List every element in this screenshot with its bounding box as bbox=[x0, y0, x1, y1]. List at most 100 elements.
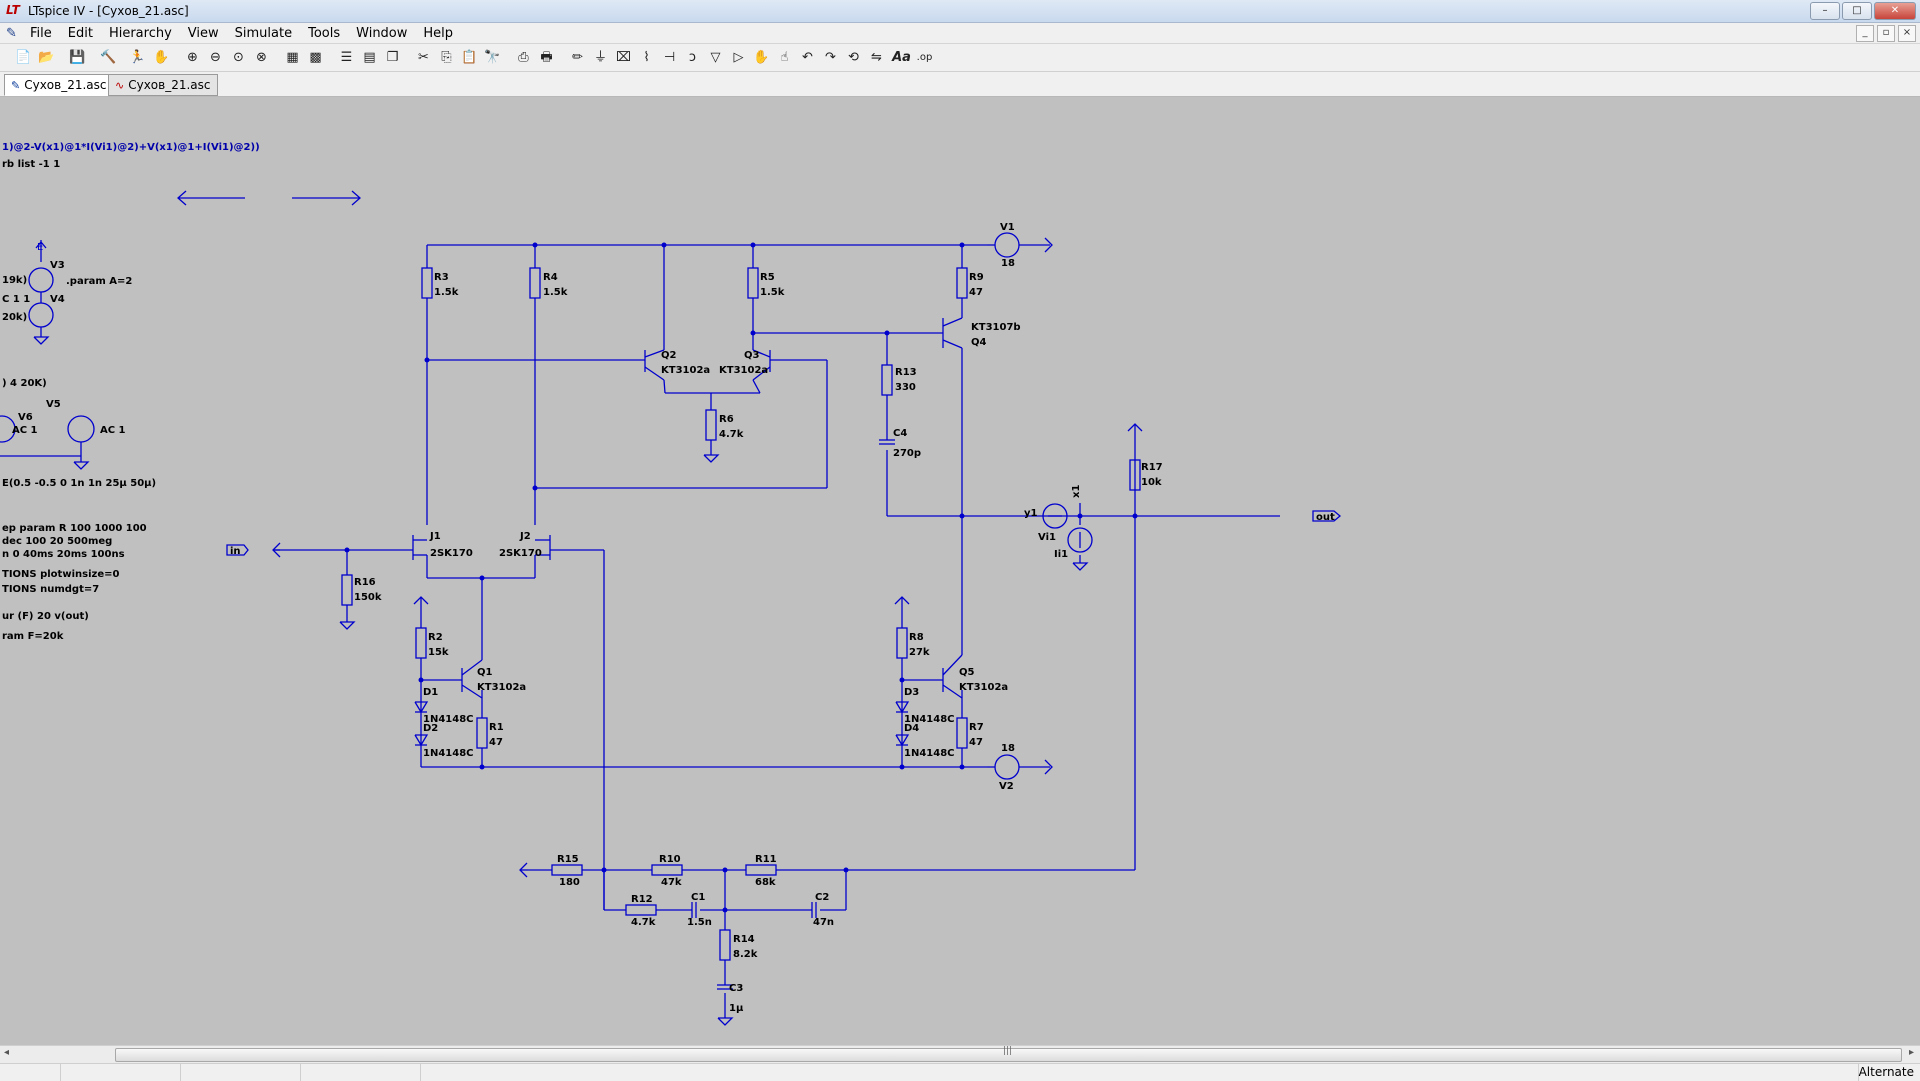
transistor-q5[interactable] bbox=[942, 654, 963, 699]
zoom-fit-icon[interactable]: ⊙ bbox=[233, 50, 244, 65]
directive-text[interactable]: .param A=2 bbox=[66, 276, 132, 287]
resistor-r6[interactable] bbox=[705, 409, 717, 441]
net-x1-label[interactable]: x1 bbox=[1071, 485, 1082, 498]
transistor-q1[interactable] bbox=[461, 659, 483, 699]
resistor-r11[interactable] bbox=[745, 864, 777, 876]
diodes[interactable] bbox=[414, 701, 910, 747]
scroll-left-icon[interactable]: ◂ bbox=[4, 1047, 10, 1058]
resistor-r13[interactable] bbox=[881, 364, 893, 396]
new-schematic-icon[interactable]: 📄 bbox=[15, 50, 32, 65]
resistor-r10[interactable] bbox=[651, 864, 683, 876]
menu-view[interactable]: View bbox=[187, 26, 219, 41]
open-icon[interactable]: 📂 bbox=[38, 50, 55, 65]
grid-icon[interactable]: ▩ bbox=[309, 50, 322, 65]
source-v2[interactable] bbox=[987, 754, 1053, 780]
resistor-icon[interactable]: ⌇ bbox=[643, 50, 650, 65]
mdi-restore-button[interactable]: ▫ bbox=[1877, 25, 1895, 42]
resistor-r9[interactable] bbox=[956, 267, 968, 299]
rotate-icon[interactable]: ⟲ bbox=[848, 50, 859, 65]
minimize-button[interactable]: – bbox=[1810, 2, 1840, 20]
directive-text[interactable]: rb list -1 1 bbox=[2, 159, 60, 170]
source-vi1[interactable] bbox=[1042, 503, 1068, 529]
schematic-drawing[interactable]: 1)@2-V(x1)@1*I(Vi1)@2)+V(x1)@1+I(Vi1)@2)… bbox=[0, 97, 1920, 1045]
directive-text[interactable]: TIONS numdgt=7 bbox=[2, 584, 99, 595]
document-icon[interactable]: ✎ bbox=[6, 26, 17, 41]
undo-icon[interactable]: ↶ bbox=[802, 50, 813, 65]
transistor-q3[interactable] bbox=[752, 349, 771, 394]
halt-icon[interactable]: ✋ bbox=[153, 50, 170, 65]
horizontal-scrollbar[interactable]: ◂ ||| ▸ bbox=[0, 1045, 1920, 1063]
zoom-cancel-icon[interactable]: ⊗ bbox=[256, 50, 267, 65]
directive-text[interactable]: 19k) bbox=[2, 275, 27, 286]
tab-waveform[interactable]: ∿Сухов_21.asc bbox=[108, 74, 218, 96]
supply-arrows[interactable] bbox=[272, 423, 1143, 878]
autorange-icon[interactable]: ▦ bbox=[286, 50, 299, 65]
transistor-q4[interactable] bbox=[942, 317, 963, 349]
cascade-icon[interactable]: ❐ bbox=[386, 50, 399, 65]
text-icon[interactable]: Aa bbox=[892, 50, 911, 65]
wire-icon[interactable]: ✏ bbox=[572, 50, 583, 65]
source-v5-v6[interactable]: V5 AC 1 V6 AC 1 bbox=[0, 399, 126, 470]
menu-simulate[interactable]: Simulate bbox=[234, 26, 293, 41]
scroll-thumb[interactable] bbox=[115, 1048, 1902, 1062]
directive-text[interactable]: 20k) bbox=[2, 312, 27, 323]
resistor-r5[interactable] bbox=[747, 267, 759, 299]
save-icon[interactable]: 💾 bbox=[69, 50, 86, 65]
jfet-j1[interactable] bbox=[412, 535, 427, 560]
find-icon[interactable]: 🔭 bbox=[484, 50, 501, 65]
jfet-j2[interactable] bbox=[535, 535, 551, 560]
menu-file[interactable]: File bbox=[30, 26, 52, 41]
net-y1-label[interactable]: y1 bbox=[1024, 508, 1038, 519]
print-icon[interactable]: ⎙ bbox=[518, 50, 529, 65]
spice-directive-icon[interactable]: .op bbox=[916, 52, 933, 63]
menu-help[interactable]: Help bbox=[423, 26, 454, 41]
net-labels[interactable]: in out y1 x1 bbox=[226, 485, 1342, 557]
schematic-canvas[interactable]: 1)@2-V(x1)@1*I(Vi1)@2)+V(x1)@1+I(Vi1)@2)… bbox=[0, 97, 1920, 1045]
net-out-label[interactable]: out bbox=[1316, 512, 1335, 523]
control-panel-icon[interactable]: 🔨 bbox=[100, 50, 117, 65]
resistor-r15[interactable] bbox=[551, 864, 583, 876]
source-v3-v4[interactable]: V3 V4 E bbox=[28, 240, 65, 345]
menu-hierarchy[interactable]: Hierarchy bbox=[108, 26, 172, 41]
resistor-r1[interactable] bbox=[476, 717, 488, 749]
directive-text[interactable]: ) 4 20K) bbox=[2, 378, 47, 389]
directive-text[interactable]: ram F=20k bbox=[2, 631, 64, 642]
wires[interactable] bbox=[273, 244, 1280, 1026]
paste-icon[interactable]: 📋 bbox=[461, 50, 478, 65]
directive-text[interactable]: dec 100 20 500meg bbox=[2, 536, 112, 547]
resistor-r7[interactable] bbox=[956, 717, 968, 749]
arrow-shapes[interactable] bbox=[177, 190, 361, 206]
resistor-r16[interactable] bbox=[341, 574, 353, 606]
mdi-minimize-button[interactable]: _ bbox=[1856, 25, 1874, 42]
close-button[interactable]: ✕ bbox=[1874, 2, 1916, 20]
resistor-r12[interactable] bbox=[625, 904, 657, 916]
resistor-r4[interactable] bbox=[529, 267, 541, 299]
diode-icon[interactable]: ▽ bbox=[710, 50, 721, 65]
zoom-out-icon[interactable]: ⊖ bbox=[210, 50, 221, 65]
print-preview-icon[interactable]: 🖶 bbox=[540, 50, 553, 65]
directive-text[interactable]: C 1 1 bbox=[2, 294, 30, 305]
drag-icon[interactable]: ☝ bbox=[780, 50, 789, 65]
capacitors[interactable] bbox=[691, 439, 895, 990]
net-in-label[interactable]: in bbox=[230, 546, 241, 557]
source-ii1[interactable] bbox=[1067, 527, 1093, 571]
resistor-r17[interactable] bbox=[1129, 459, 1141, 491]
menu-window[interactable]: Window bbox=[356, 26, 408, 41]
label-icon[interactable]: ⌧ bbox=[616, 50, 631, 65]
copy-icon[interactable]: ⎘ bbox=[441, 50, 452, 65]
menu-edit[interactable]: Edit bbox=[67, 26, 93, 41]
tab-schematic[interactable]: ✎Сухов_21.asc bbox=[4, 74, 114, 96]
resistor-r14[interactable] bbox=[719, 929, 731, 961]
maximize-button[interactable]: □ bbox=[1842, 2, 1872, 20]
capacitor-icon[interactable]: ⊣ bbox=[663, 50, 676, 65]
transistor-q2[interactable] bbox=[644, 349, 666, 394]
zoom-in-icon[interactable]: ⊕ bbox=[187, 50, 198, 65]
mdi-close-button[interactable]: × bbox=[1898, 25, 1916, 42]
resistors[interactable] bbox=[341, 267, 1141, 961]
resistor-r2[interactable] bbox=[415, 627, 427, 659]
directive-text[interactable]: ep param R 100 1000 100 bbox=[2, 523, 147, 534]
redo-icon[interactable]: ↷ bbox=[825, 50, 836, 65]
directive-text[interactable]: E(0.5 -0.5 0 1n 1n 25µ 50µ) bbox=[2, 478, 156, 489]
tile-vertical-icon[interactable]: ▤ bbox=[363, 50, 376, 65]
tile-horizontal-icon[interactable]: ☰ bbox=[340, 50, 353, 65]
